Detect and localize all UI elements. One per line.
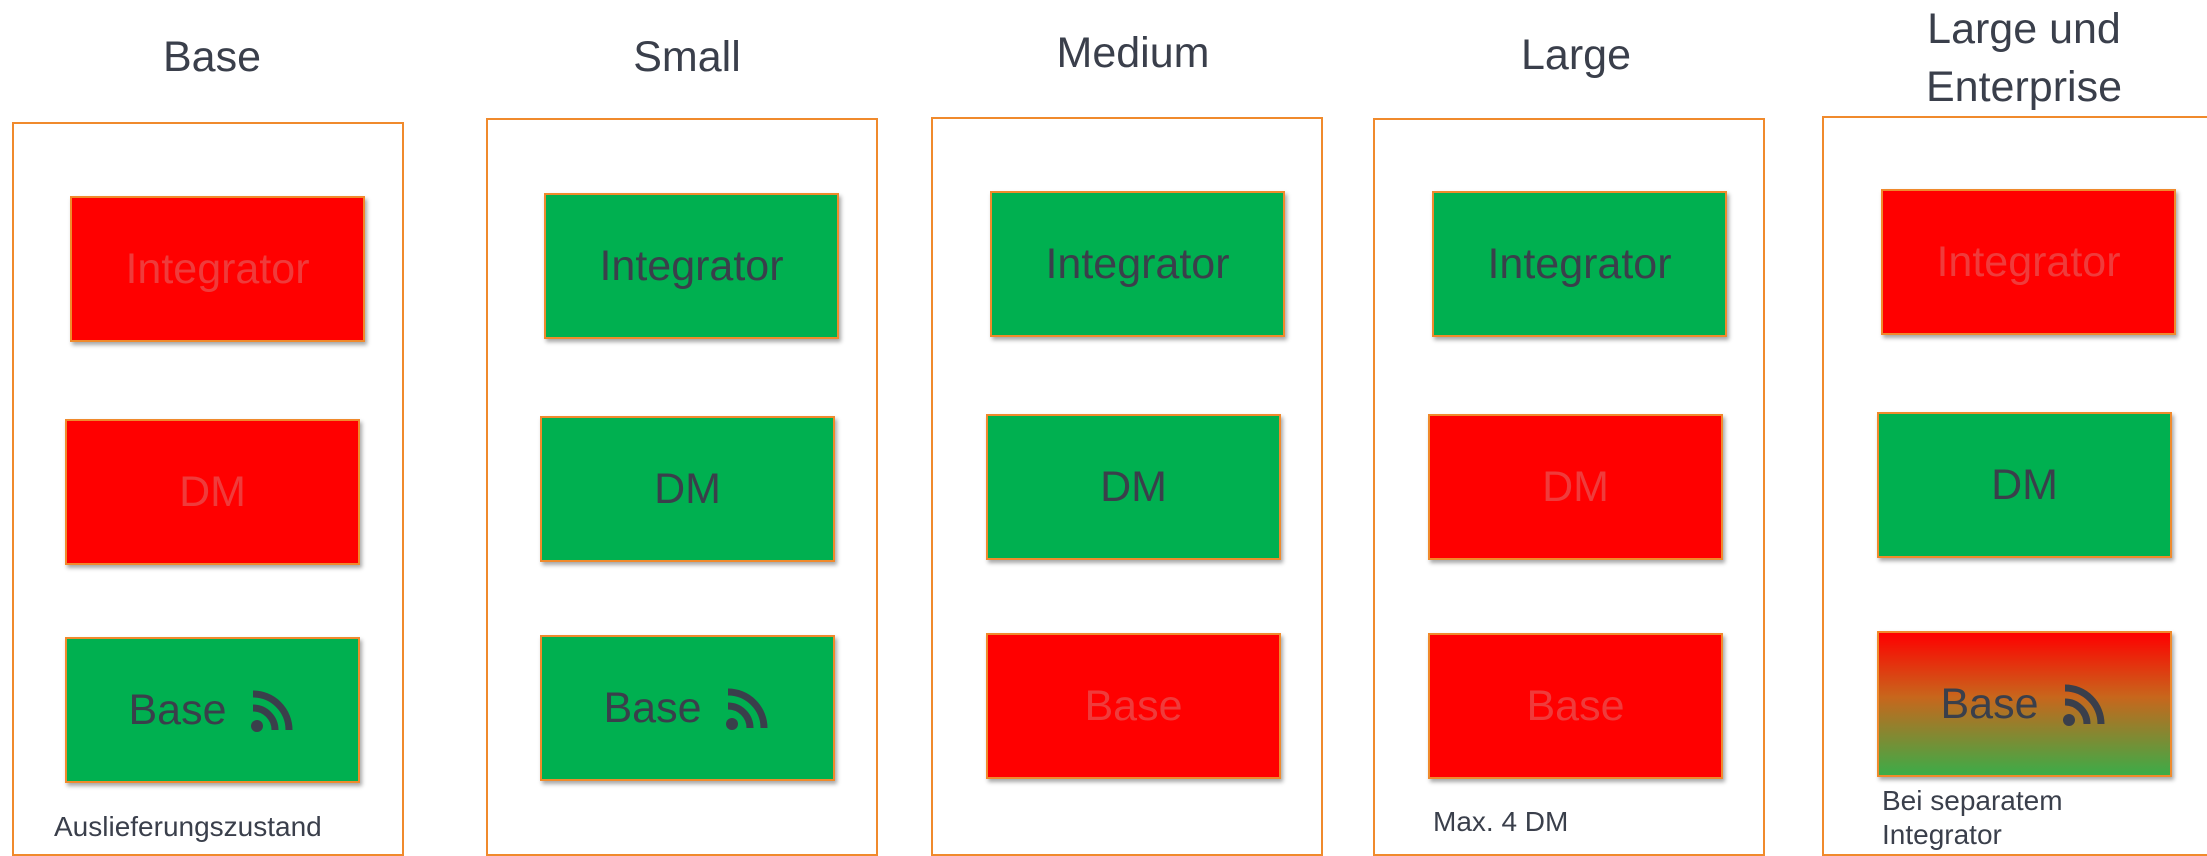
box-label: Base (1526, 681, 1625, 730)
title-line: Large und (1927, 5, 2121, 53)
box-label: DM (179, 467, 246, 516)
box-label: DM (1991, 460, 2058, 509)
box-label: DM (1100, 462, 1167, 511)
wifi-icon (250, 690, 292, 732)
integrator-box: Integrator (990, 191, 1285, 337)
box-label: Base (128, 685, 227, 734)
dm-box: DM (65, 419, 360, 565)
note-line: Bei separatem (1882, 785, 2063, 816)
integrator-box: Integrator (70, 196, 365, 342)
column-title-large: Large (1521, 31, 1631, 79)
box-label: DM (654, 464, 721, 513)
title-line: Enterprise (1926, 63, 2122, 111)
dm-box: DM (540, 416, 835, 562)
dm-box: DM (1428, 414, 1723, 560)
wifi-icon (2062, 684, 2104, 726)
integrator-box: Integrator (1432, 191, 1727, 337)
box-label: Integrator (125, 244, 310, 293)
base-box: Base (986, 633, 1281, 779)
column-title-large-enterprise: Large und Enterprise (1824, 0, 2207, 116)
box-label: DM (1542, 462, 1609, 511)
box-label: Base (603, 683, 702, 732)
wifi-icon (725, 688, 767, 730)
box-label: Integrator (1936, 237, 2121, 286)
dm-box: DM (1877, 412, 2172, 558)
column-title-base: Base (162, 33, 261, 81)
note-line: Integrator (1882, 819, 2002, 850)
column-note: Bei separatem Integrator (1882, 784, 2063, 852)
base-box: Base (1428, 633, 1723, 779)
column-title-medium: Medium (1056, 29, 1210, 77)
column-note: Max. 4 DM (1433, 806, 1569, 837)
base-box: Base (540, 635, 835, 781)
box-label: Integrator (1045, 239, 1230, 288)
box-label: Base (1940, 679, 2039, 728)
integrator-box: Integrator (1881, 189, 2176, 335)
box-label: Integrator (599, 241, 784, 290)
column-title-small: Small (633, 33, 741, 81)
box-label: Integrator (1487, 239, 1672, 288)
base-box: Base (1877, 631, 2172, 777)
box-label: Base (1084, 681, 1183, 730)
base-box: Base (65, 637, 360, 783)
integrator-box: Integrator (544, 193, 839, 339)
column-note: Auslieferungszustand (54, 811, 322, 842)
dm-box: DM (986, 414, 1281, 560)
